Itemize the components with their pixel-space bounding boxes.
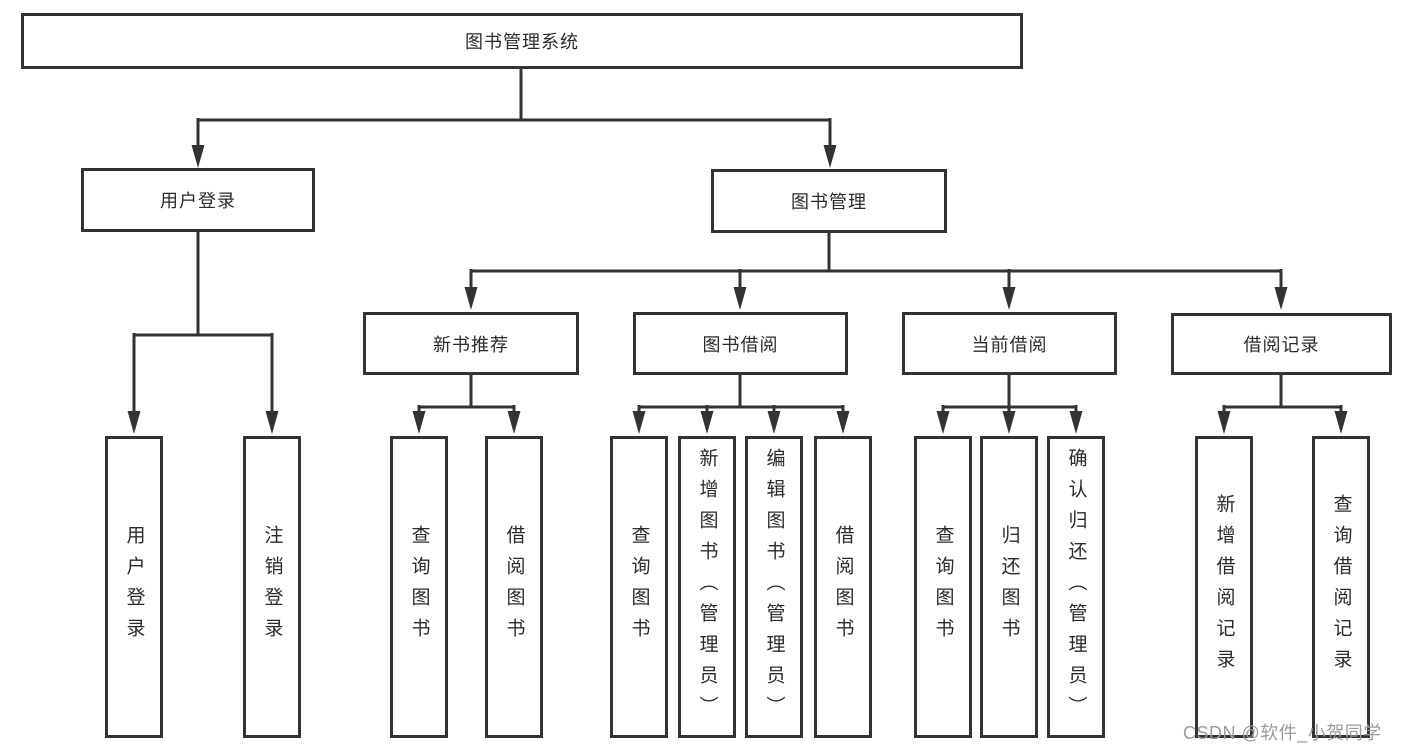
leaf-newbooks-borrow-books-label: 借阅图书 xyxy=(503,525,525,649)
node-root: 图书管理系统 xyxy=(21,13,1023,69)
node-borrow-records: 借阅记录 xyxy=(1171,313,1392,375)
leaf-borrow-borrow-books: 借阅图书 xyxy=(814,436,872,738)
connector-book-mgmt xyxy=(464,233,1288,310)
leaf-borrow-add-books-admin: 新增图书（管理员） xyxy=(678,436,736,738)
connector-current-borrow xyxy=(936,375,1083,434)
node-book-mgmt: 图书管理 xyxy=(711,169,947,233)
leaf-current-query-books-label: 查询图书 xyxy=(932,525,954,649)
leaf-newbooks-query-books-label: 查询图书 xyxy=(408,525,430,649)
csdn-watermark: CSDN @软件_小贺同学 xyxy=(1183,723,1382,743)
leaf-borrow-add-books-admin-label: 新增图书（管理员） xyxy=(696,447,718,727)
leaf-current-confirm-return-admin-label: 确认归还（管理员） xyxy=(1065,447,1087,727)
node-current-borrow-label: 当前借阅 xyxy=(971,334,1048,355)
leaf-borrow-query-books-label: 查询图书 xyxy=(628,525,650,649)
leaf-user-login-label: 用户登录 xyxy=(123,525,145,649)
connector-borrow-records xyxy=(1217,375,1348,434)
leaf-records-add-record: 新增借阅记录 xyxy=(1195,436,1253,738)
connector-book-borrow xyxy=(632,375,850,434)
node-new-books: 新书推荐 xyxy=(363,312,579,375)
node-current-borrow: 当前借阅 xyxy=(902,312,1117,375)
leaf-user-login: 用户登录 xyxy=(105,436,163,738)
leaf-records-query-record: 查询借阅记录 xyxy=(1312,436,1370,738)
connector-user-login xyxy=(127,232,279,434)
node-root-label: 图书管理系统 xyxy=(465,32,579,52)
node-user-login: 用户登录 xyxy=(81,168,315,232)
node-book-mgmt-label: 图书管理 xyxy=(791,192,867,212)
leaf-current-confirm-return-admin: 确认归还（管理员） xyxy=(1047,436,1105,738)
node-borrow-records-label: 借阅记录 xyxy=(1243,335,1320,355)
node-new-books-label: 新书推荐 xyxy=(433,334,509,355)
leaf-borrow-edit-books-admin-label: 编辑图书（管理员） xyxy=(763,447,785,727)
leaf-records-query-record-label: 查询借阅记录 xyxy=(1330,494,1352,680)
leaf-logout-label: 注销登录 xyxy=(261,525,283,649)
leaf-current-return-books-label: 归还图书 xyxy=(998,525,1020,649)
connector-new-books xyxy=(412,375,521,434)
connector-root xyxy=(191,69,837,168)
node-book-borrow-label: 图书借阅 xyxy=(702,334,779,355)
leaf-current-return-books: 归还图书 xyxy=(980,436,1038,738)
leaf-newbooks-query-books: 查询图书 xyxy=(390,436,448,738)
leaf-records-add-record-label: 新增借阅记录 xyxy=(1213,494,1235,680)
leaf-current-query-books: 查询图书 xyxy=(914,436,972,738)
leaf-logout: 注销登录 xyxy=(243,436,301,738)
leaf-borrow-edit-books-admin: 编辑图书（管理员） xyxy=(745,436,803,738)
node-book-borrow: 图书借阅 xyxy=(633,312,848,375)
leaf-newbooks-borrow-books: 借阅图书 xyxy=(485,436,543,738)
node-user-login-label: 用户登录 xyxy=(160,191,236,211)
leaf-borrow-query-books: 查询图书 xyxy=(610,436,668,738)
leaf-borrow-borrow-books-label: 借阅图书 xyxy=(832,525,854,649)
